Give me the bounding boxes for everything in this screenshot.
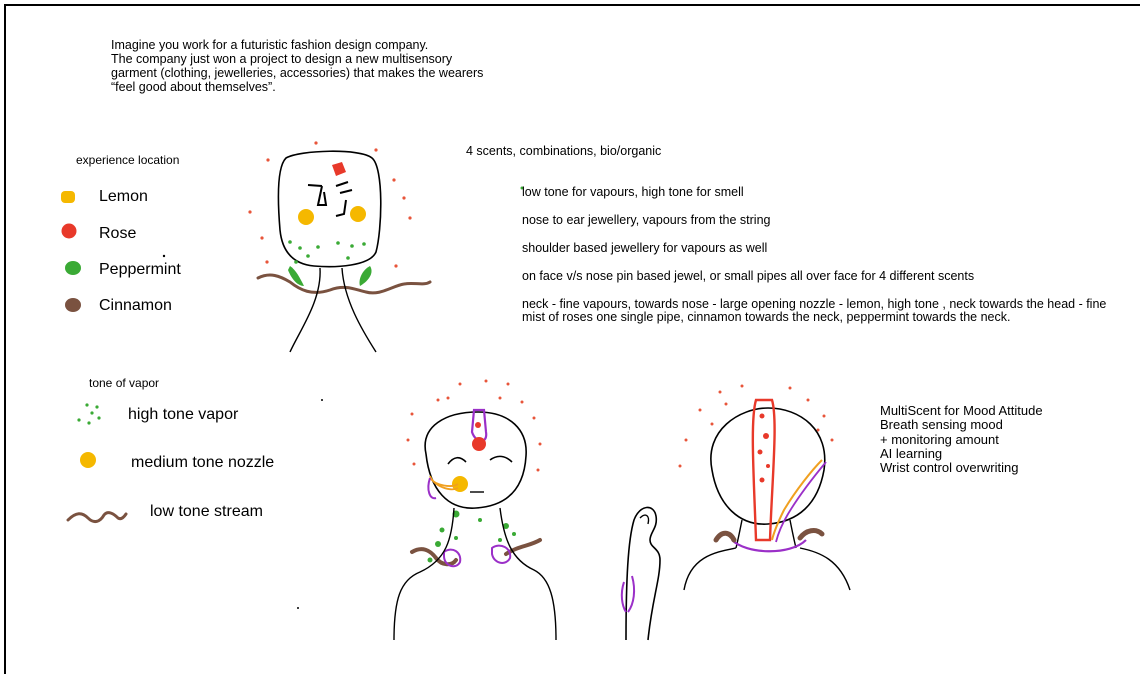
legend-location-swatches (61, 191, 81, 312)
legend-vapor-title: tone of vapor (89, 377, 159, 390)
note-nose-ear: nose to ear jewellery, vapours from the … (522, 213, 771, 227)
legend-vapor-swatches (68, 403, 126, 521)
legend-item-high-tone: high tone vapor (128, 406, 238, 424)
face-sketch-jewellery (394, 380, 556, 641)
green-dots-icon (77, 403, 100, 424)
cinnamon-swatch (65, 298, 81, 312)
legend-location-title: experience location (76, 154, 179, 167)
mood-features: MultiScent for Mood Attitude Breath sens… (880, 404, 1043, 475)
legend-item-rose: Rose (99, 225, 136, 243)
legend-item-low-tone: low tone stream (150, 503, 263, 521)
note-scents: 4 scents, combinations, bio/organic (466, 144, 661, 158)
legend-item-cinnamon: Cinnamon (99, 297, 172, 315)
brown-squiggle-icon (68, 513, 126, 522)
note-neck: neck - fine vapours, towards nose - larg… (522, 298, 1112, 324)
note-shoulder: shoulder based jewellery for vapours as … (522, 241, 767, 255)
legend-item-lemon: Lemon (99, 188, 148, 206)
legend-item-peppermint: Peppermint (99, 261, 181, 279)
ear-sketch (622, 507, 660, 640)
lemon-swatch (61, 191, 75, 203)
peppermint-swatch (65, 261, 81, 275)
note-face: on face v/s nose pin based jewel, or sma… (522, 269, 974, 283)
intro-text: Imagine you work for a futuristic fashio… (111, 38, 483, 94)
head-sketch-back (679, 385, 851, 591)
legend-item-medium-tone: medium tone nozzle (131, 454, 274, 472)
note-tone: low tone for vapours, high tone for smel… (522, 185, 744, 199)
rose-swatch (62, 224, 77, 239)
yellow-dot-icon (80, 452, 96, 468)
stray-dots (163, 255, 323, 609)
face-sketch-front (248, 141, 430, 352)
